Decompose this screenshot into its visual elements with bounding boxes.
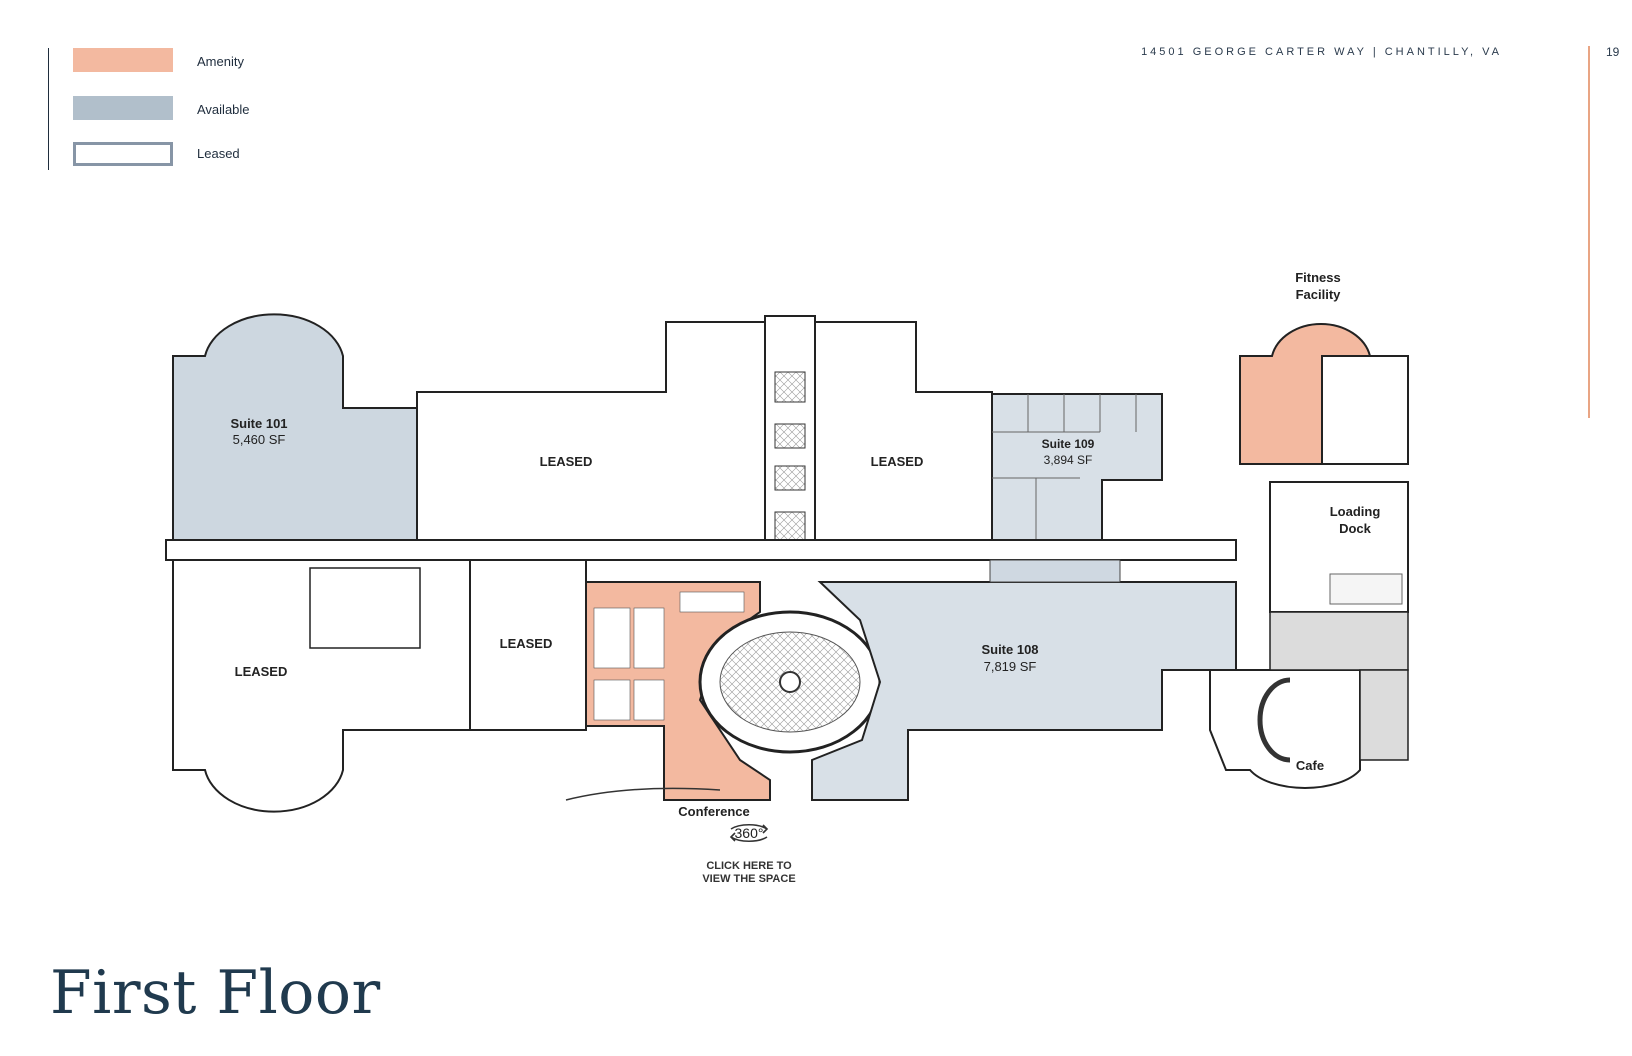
main-corridor [165,539,1237,561]
floor-plan: Suite 101 5,460 SF LEASED LEASED Suite 1… [165,270,1409,819]
conference-seating [593,591,745,721]
leased-upper-center[interactable] [814,321,993,541]
cafe-area[interactable] [1209,669,1361,790]
suite-108-name: Suite 108 [981,642,1038,657]
legend-label-amenity: Amenity [197,54,244,69]
conference-label: Conference [678,804,750,819]
service-room-b [1359,669,1409,761]
header-accent-rule [1588,46,1590,418]
suite-109-area-label: 3,894 SF [1044,453,1093,467]
suite-101-name: Suite 101 [230,416,287,431]
cafe-counter [1257,677,1291,763]
legend-swatch-available [73,96,173,120]
suite-101-area[interactable] [172,313,418,541]
suite-108-area-label: 7,819 SF [984,659,1037,674]
fitness-wing [1321,355,1409,465]
suite-108-offices [989,559,1121,583]
leased-lower-middle[interactable] [469,559,587,731]
property-address: 14501 GEORGE CARTER WAY | CHANTILLY, VA [1141,46,1502,58]
page-number: 19 [1606,45,1620,59]
fitness-label-line1: Fitness [1295,270,1341,285]
page-title: First Floor [50,958,381,1028]
loading-bay [1329,573,1403,605]
rotunda-center [779,671,801,693]
leased-label-lower-middle: LEASED [500,636,553,651]
cafe-label: Cafe [1296,758,1324,773]
tour-360-icon: 360° [729,823,769,843]
suite-109-name: Suite 109 [1042,437,1095,451]
loading-label-line1: Loading [1330,504,1381,519]
suite-101-area-label: 5,460 SF [233,432,286,447]
tour-text-line2: VIEW THE SPACE [702,873,796,885]
legend-swatch-amenity [73,48,173,72]
leased-label-lower-left: LEASED [235,664,288,679]
fitness-label-line2: Facility [1296,287,1342,302]
legend-rule [48,48,49,170]
lower-left-core [309,567,421,649]
leased-label-upper-left: LEASED [540,454,593,469]
leased-upper-left[interactable] [416,321,766,541]
entrance-path [565,787,721,801]
tour-icon-text: 360° [735,825,764,841]
loading-label-line2: Dock [1339,521,1372,536]
service-room-a [1269,611,1409,671]
legend-label-available: Available [197,102,250,117]
leased-label-upper-center: LEASED [871,454,924,469]
legend-label-leased: Leased [197,146,240,161]
legend-swatch-leased [73,142,173,166]
suite-109-partitions [992,394,1137,540]
virtual-tour-link[interactable]: 360° CLICK HERE TO VIEW THE SPACE [684,823,814,886]
tour-text-line1: CLICK HERE TO [706,860,792,872]
central-core [764,315,816,557]
